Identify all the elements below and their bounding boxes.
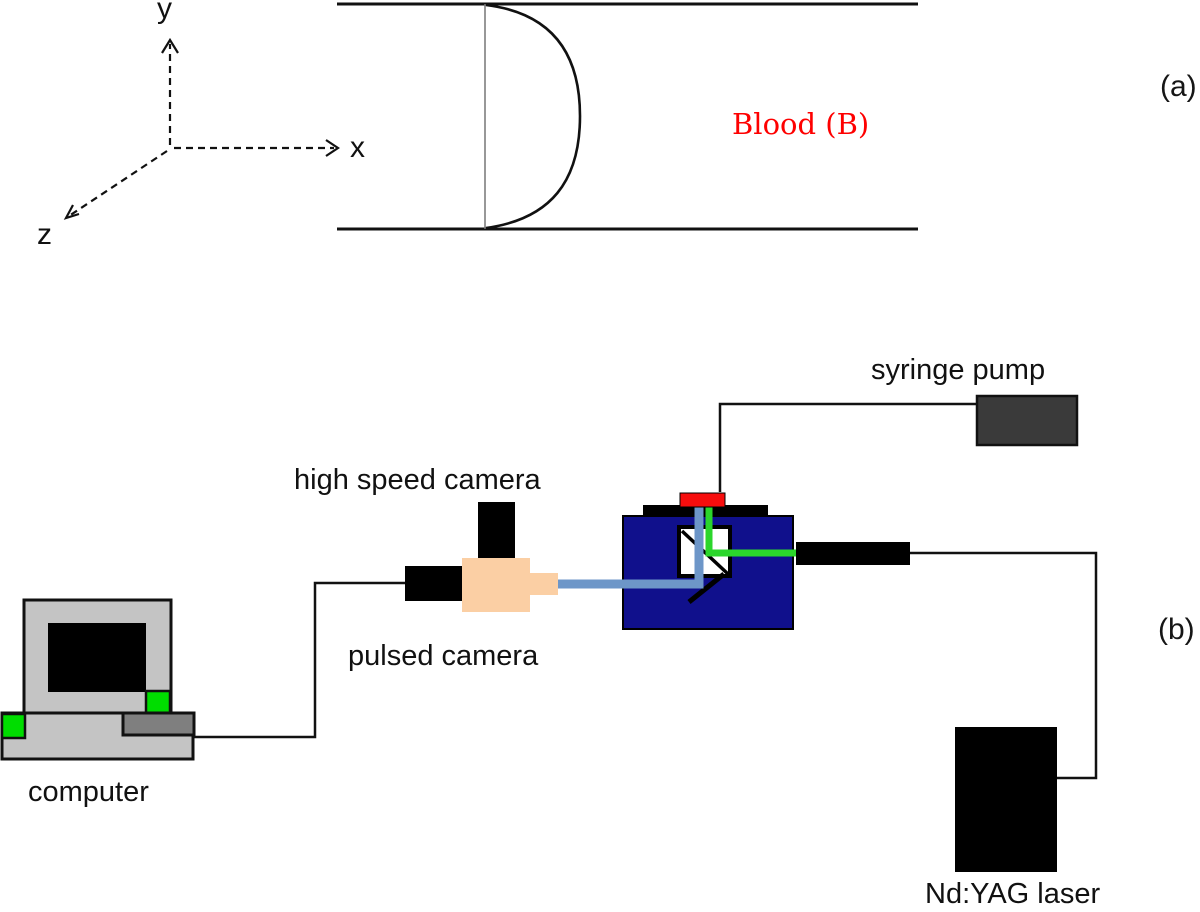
y-axis-label: y xyxy=(157,0,172,25)
x-axis-arrow-icon xyxy=(325,139,340,157)
base-green-button xyxy=(0,712,27,740)
velocity-profile-curve xyxy=(485,3,582,230)
microscope-assembly xyxy=(558,492,910,630)
syringe-pump-tube xyxy=(718,402,977,492)
computer-screen xyxy=(48,623,146,692)
sample-stage-red xyxy=(679,492,726,508)
imaging-beam-blue xyxy=(558,506,704,589)
syringe-pump-label: syringe pump xyxy=(871,354,1046,386)
laser-beam-green xyxy=(705,506,797,557)
blood-label: Blood (B) xyxy=(732,107,870,141)
high-speed-camera-label: high speed camera xyxy=(294,464,541,496)
base-drive-slot xyxy=(121,711,196,737)
panel-b-label: (b) xyxy=(1158,613,1195,646)
flow-channel xyxy=(337,2,918,231)
laser-drawing xyxy=(910,551,1098,872)
panel-a-label: (a) xyxy=(1160,70,1197,103)
computer-camera-cable xyxy=(193,581,405,739)
mirror-diagonal xyxy=(687,572,726,604)
computer-drawing xyxy=(0,581,405,761)
x-axis-label: x xyxy=(350,131,365,164)
monitor-green-button xyxy=(144,689,172,715)
high-speed-camera-body xyxy=(478,502,515,559)
syringe-pump-body xyxy=(975,394,1079,447)
laser-input-port xyxy=(796,542,910,565)
computer-label: computer xyxy=(28,776,149,808)
z-axis-line xyxy=(68,150,168,217)
z-axis-arrow-icon xyxy=(63,204,80,220)
camera-adapter xyxy=(405,566,462,601)
syringe-pump-drawing xyxy=(718,394,1079,492)
y-axis-arrow-icon xyxy=(161,37,179,54)
beam-splitter-diagonal xyxy=(680,529,730,576)
pulsed-camera-lens xyxy=(530,573,558,595)
z-axis-label: z xyxy=(37,218,52,251)
pulsed-camera-body xyxy=(462,558,530,612)
camera-assembly xyxy=(405,502,558,612)
laser-label: Nd:YAG laser xyxy=(925,878,1101,910)
laser-body xyxy=(955,727,1057,872)
pulsed-camera-label: pulsed camera xyxy=(348,640,539,672)
coordinate-axes xyxy=(63,37,340,220)
laser-fiber-cable xyxy=(910,551,1098,780)
